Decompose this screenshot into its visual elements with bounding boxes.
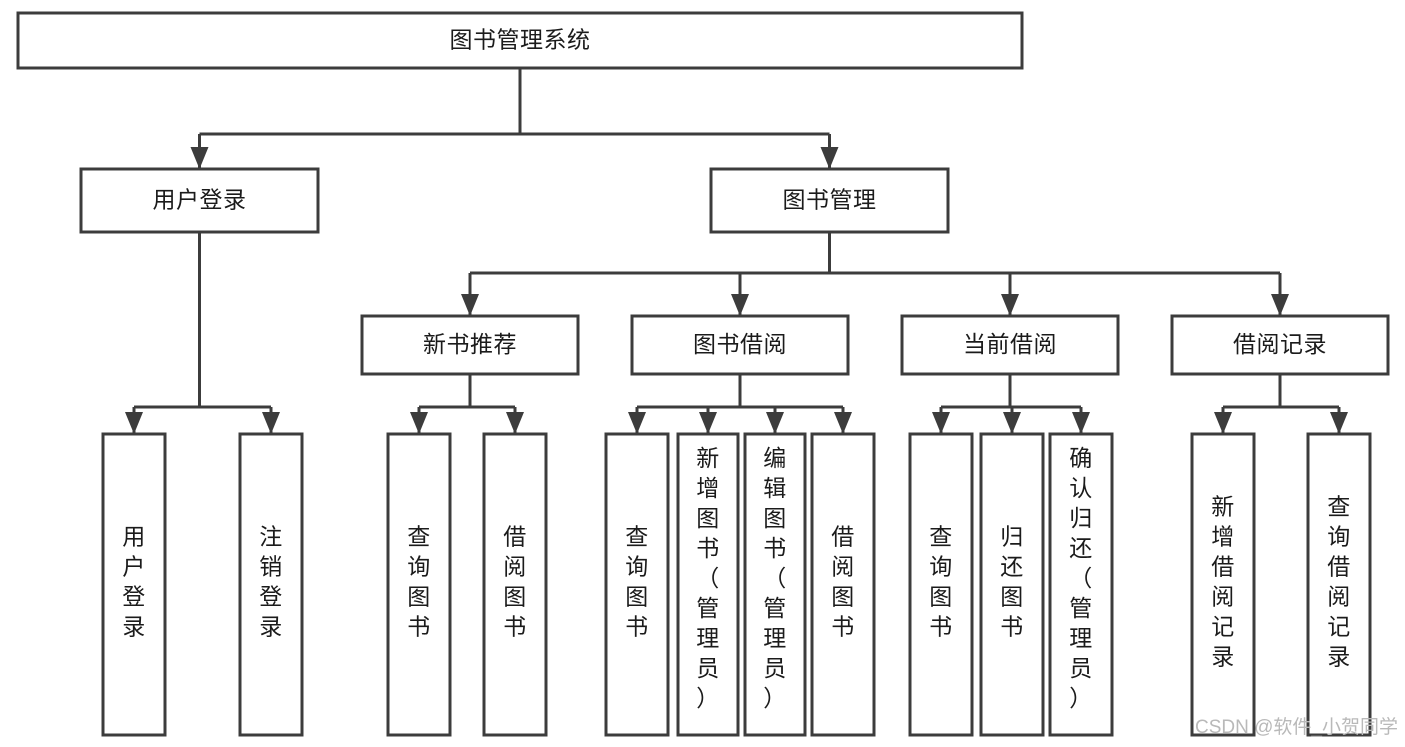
- arrow-head-icon: [125, 412, 143, 434]
- node-current-borrow[interactable]: 当前借阅: [900, 314, 1120, 376]
- node-user-login[interactable]: 用户登录: [79, 167, 320, 234]
- arrow-head-icon: [731, 294, 749, 316]
- node-boxes-layer: 图书管理系统用户登录图书管理新书推荐图书借阅当前借阅借阅记录用户登录注销登录查询…: [16, 11, 1390, 737]
- arrow-head-icon: [834, 412, 852, 434]
- arrow-head-icon: [506, 412, 524, 434]
- arrow-head-icon: [461, 294, 479, 316]
- arrow-head-icon: [699, 412, 717, 434]
- node-label-leaf-add-book-admin: 新增图书（管理员）: [696, 445, 720, 711]
- node-box-leaf-borrow-book-1[interactable]: [482, 432, 548, 737]
- node-leaf-add-book-admin[interactable]: 新增图书（管理员）: [676, 432, 740, 737]
- node-book-borrow[interactable]: 图书借阅: [630, 314, 850, 376]
- node-leaf-borrow-book-1[interactable]: 借阅图书: [482, 432, 548, 737]
- node-box-leaf-borrow-book-2[interactable]: [810, 432, 876, 737]
- node-label-leaf-confirm-return-admin: 确认归还（管理员）: [1069, 445, 1093, 711]
- node-label-borrow-record: 借阅记录: [1233, 331, 1327, 357]
- arrow-head-icon: [766, 412, 784, 434]
- csdn-watermark: CSDN @软件_小贺同学: [1195, 716, 1398, 738]
- arrow-head-icon: [190, 147, 209, 169]
- arrow-head-icon: [1214, 412, 1232, 434]
- node-label-new-book-recommend: 新书推荐: [423, 331, 517, 357]
- node-box-leaf-return-book[interactable]: [979, 432, 1045, 737]
- node-box-leaf-add-book-admin[interactable]: [676, 432, 740, 737]
- node-leaf-query-book-3[interactable]: 查询图书: [908, 432, 974, 737]
- node-leaf-query-book-2[interactable]: 查询图书: [604, 432, 670, 737]
- node-label-leaf-borrow-book-2: 借阅图书: [831, 524, 855, 640]
- node-label-leaf-query-book-1: 查询图书: [407, 524, 431, 640]
- node-leaf-borrow-book-2[interactable]: 借阅图书: [810, 432, 876, 737]
- arrow-head-icon: [820, 147, 839, 169]
- node-root[interactable]: 图书管理系统: [16, 11, 1024, 70]
- arrow-head-icon: [1330, 412, 1348, 434]
- arrow-head-icon: [932, 412, 950, 434]
- node-box-root[interactable]: [16, 11, 1024, 70]
- node-label-leaf-query-book-3: 查询图书: [929, 524, 953, 640]
- node-box-book-manage[interactable]: [709, 167, 950, 234]
- node-label-root: 图书管理系统: [450, 27, 591, 53]
- node-leaf-edit-book-admin[interactable]: 编辑图书（管理员）: [743, 432, 807, 737]
- node-box-leaf-query-book-1[interactable]: [386, 432, 452, 737]
- node-label-leaf-add-borrow-record: 新增借阅记录: [1211, 494, 1235, 670]
- node-label-leaf-user-login: 用户登录: [122, 524, 146, 640]
- node-box-borrow-record[interactable]: [1170, 314, 1390, 376]
- node-leaf-query-borrow-record[interactable]: 查询借阅记录: [1306, 432, 1372, 737]
- node-label-current-borrow: 当前借阅: [963, 331, 1057, 357]
- connector-lines-layer: [125, 68, 1348, 434]
- node-label-leaf-return-book: 归还图书: [1000, 524, 1024, 640]
- node-label-user-login: 用户登录: [153, 187, 247, 213]
- node-leaf-logout[interactable]: 注销登录: [238, 432, 304, 737]
- node-box-leaf-query-book-3[interactable]: [908, 432, 974, 737]
- node-leaf-add-borrow-record[interactable]: 新增借阅记录: [1190, 432, 1256, 737]
- node-label-leaf-query-book-2: 查询图书: [625, 524, 649, 640]
- node-label-leaf-logout: 注销登录: [259, 524, 283, 640]
- node-box-leaf-user-login[interactable]: [101, 432, 167, 737]
- node-leaf-query-book-1[interactable]: 查询图书: [386, 432, 452, 737]
- node-box-user-login[interactable]: [79, 167, 320, 234]
- arrow-head-icon: [262, 412, 280, 434]
- node-box-leaf-logout[interactable]: [238, 432, 304, 737]
- node-box-leaf-confirm-return-admin[interactable]: [1048, 432, 1114, 737]
- node-label-leaf-edit-book-admin: 编辑图书（管理员）: [763, 445, 787, 711]
- node-label-leaf-query-borrow-record: 查询借阅记录: [1327, 494, 1351, 670]
- node-box-new-book-recommend[interactable]: [360, 314, 580, 376]
- node-box-current-borrow[interactable]: [900, 314, 1120, 376]
- arrow-head-icon: [628, 412, 646, 434]
- arrow-head-icon: [410, 412, 428, 434]
- arrow-head-icon: [1001, 294, 1019, 316]
- node-book-manage[interactable]: 图书管理: [709, 167, 950, 234]
- node-borrow-record[interactable]: 借阅记录: [1170, 314, 1390, 376]
- arrow-head-icon: [1072, 412, 1090, 434]
- node-box-book-borrow[interactable]: [630, 314, 850, 376]
- node-leaf-user-login[interactable]: 用户登录: [101, 432, 167, 737]
- node-label-leaf-borrow-book-1: 借阅图书: [503, 524, 527, 640]
- arrow-head-icon: [1271, 294, 1289, 316]
- node-label-book-manage: 图书管理: [783, 187, 877, 213]
- node-leaf-confirm-return-admin[interactable]: 确认归还（管理员）: [1048, 432, 1114, 737]
- arrow-head-icon: [1003, 412, 1021, 434]
- node-leaf-return-book[interactable]: 归还图书: [979, 432, 1045, 737]
- node-label-book-borrow: 图书借阅: [693, 331, 787, 357]
- node-box-leaf-query-borrow-record[interactable]: [1306, 432, 1372, 737]
- node-box-leaf-edit-book-admin[interactable]: [743, 432, 807, 737]
- node-new-book-recommend[interactable]: 新书推荐: [360, 314, 580, 376]
- node-box-leaf-query-book-2[interactable]: [604, 432, 670, 737]
- node-box-leaf-add-borrow-record[interactable]: [1190, 432, 1256, 737]
